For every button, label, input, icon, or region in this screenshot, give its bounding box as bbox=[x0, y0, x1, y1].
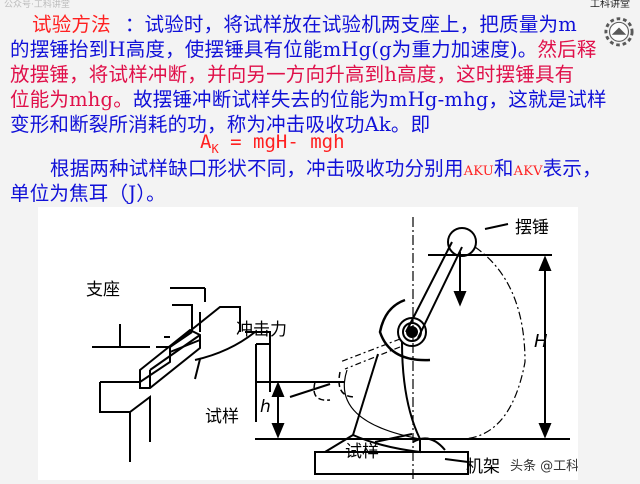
watermark-bottom: 头条 @工科讲堂 bbox=[510, 458, 578, 474]
formula: AK = mgH- mgh bbox=[200, 131, 345, 156]
formula-rhs: = mgH- mgh bbox=[218, 131, 345, 153]
text-highlight: 位能为mhg。 bbox=[10, 88, 133, 111]
symbol-aku: AKU bbox=[463, 164, 494, 179]
formula-subscript: K bbox=[211, 141, 219, 156]
pendulum-arm bbox=[405, 241, 463, 339]
symbol-akv: AKV bbox=[513, 164, 543, 179]
swing-arc bbox=[454, 246, 526, 440]
text: 表示， bbox=[542, 157, 602, 180]
text-line-3: 放摆锤，将试样冲断，并向另一方向升高到h高度，这时摆锤具有 bbox=[10, 63, 575, 86]
text: 的摆锤抬到H高度，使摆锤具有位能mHg(g为重力加速度)。 bbox=[10, 38, 538, 61]
text-line-4: 位能为mhg。故摆锤冲断试样失去的位能为mHg-mhg，这就是试样 bbox=[10, 87, 607, 112]
text: 和 bbox=[493, 157, 514, 180]
text: ：试验时，将试样放在试验机两支座上，把质量为m bbox=[124, 13, 577, 36]
section-heading: 试验方法 bbox=[32, 13, 111, 36]
label-h: h bbox=[260, 397, 271, 417]
label-frame: 机架 bbox=[466, 457, 500, 477]
text: 根据两种试样缺口形状不同，冲击吸收功分别用 bbox=[50, 157, 464, 180]
formula-lhs: A bbox=[200, 131, 212, 153]
gear-logo-icon bbox=[604, 17, 634, 47]
text-line-7: 根据两种试样缺口形状不同，冲击吸收功分别用AKU和AKV表示， bbox=[10, 156, 602, 184]
support-sketch bbox=[92, 287, 271, 462]
text-highlight: 然后释 bbox=[537, 38, 597, 61]
text-line-2: 的摆锤抬到H高度，使摆锤具有位能mHg(g为重力加速度)。然后释 bbox=[10, 37, 597, 62]
watermark-top: 公众号·工科讲堂 bbox=[4, 0, 70, 10]
label-specimen-bottom: 试样 bbox=[345, 442, 379, 462]
text-line-1: 试验方法 ：试验时，将试样放在试验机两支座上，把质量为m bbox=[10, 12, 577, 37]
pendulum-hammer bbox=[447, 227, 477, 257]
label-specimen-left: 试样 bbox=[205, 407, 239, 427]
label-support: 支座 bbox=[86, 280, 120, 300]
logo-text: 工科讲堂 bbox=[590, 0, 630, 10]
diagram-svg: 支座 冲击力 试样 摆锤 H h 试样 机架 头条 @工科讲堂 bbox=[86, 217, 605, 480]
label-H: H bbox=[534, 331, 548, 352]
frame-base bbox=[314, 451, 469, 475]
impact-test-diagram: 支座 冲击力 试样 摆锤 H h 试样 机架 头条 @工科讲堂 bbox=[38, 207, 605, 480]
label-pendulum: 摆锤 bbox=[515, 218, 549, 238]
text-line-8: 单位为焦耳（J）。 bbox=[10, 182, 166, 205]
text-line-5: 变形和断裂所消耗的功，称为冲击吸收功Ak。即 bbox=[10, 113, 431, 136]
text: 故摆锤冲断试样失去的位能为mHg-mhg，这就是试样 bbox=[132, 88, 607, 111]
label-impact-force: 冲击力 bbox=[236, 320, 287, 340]
